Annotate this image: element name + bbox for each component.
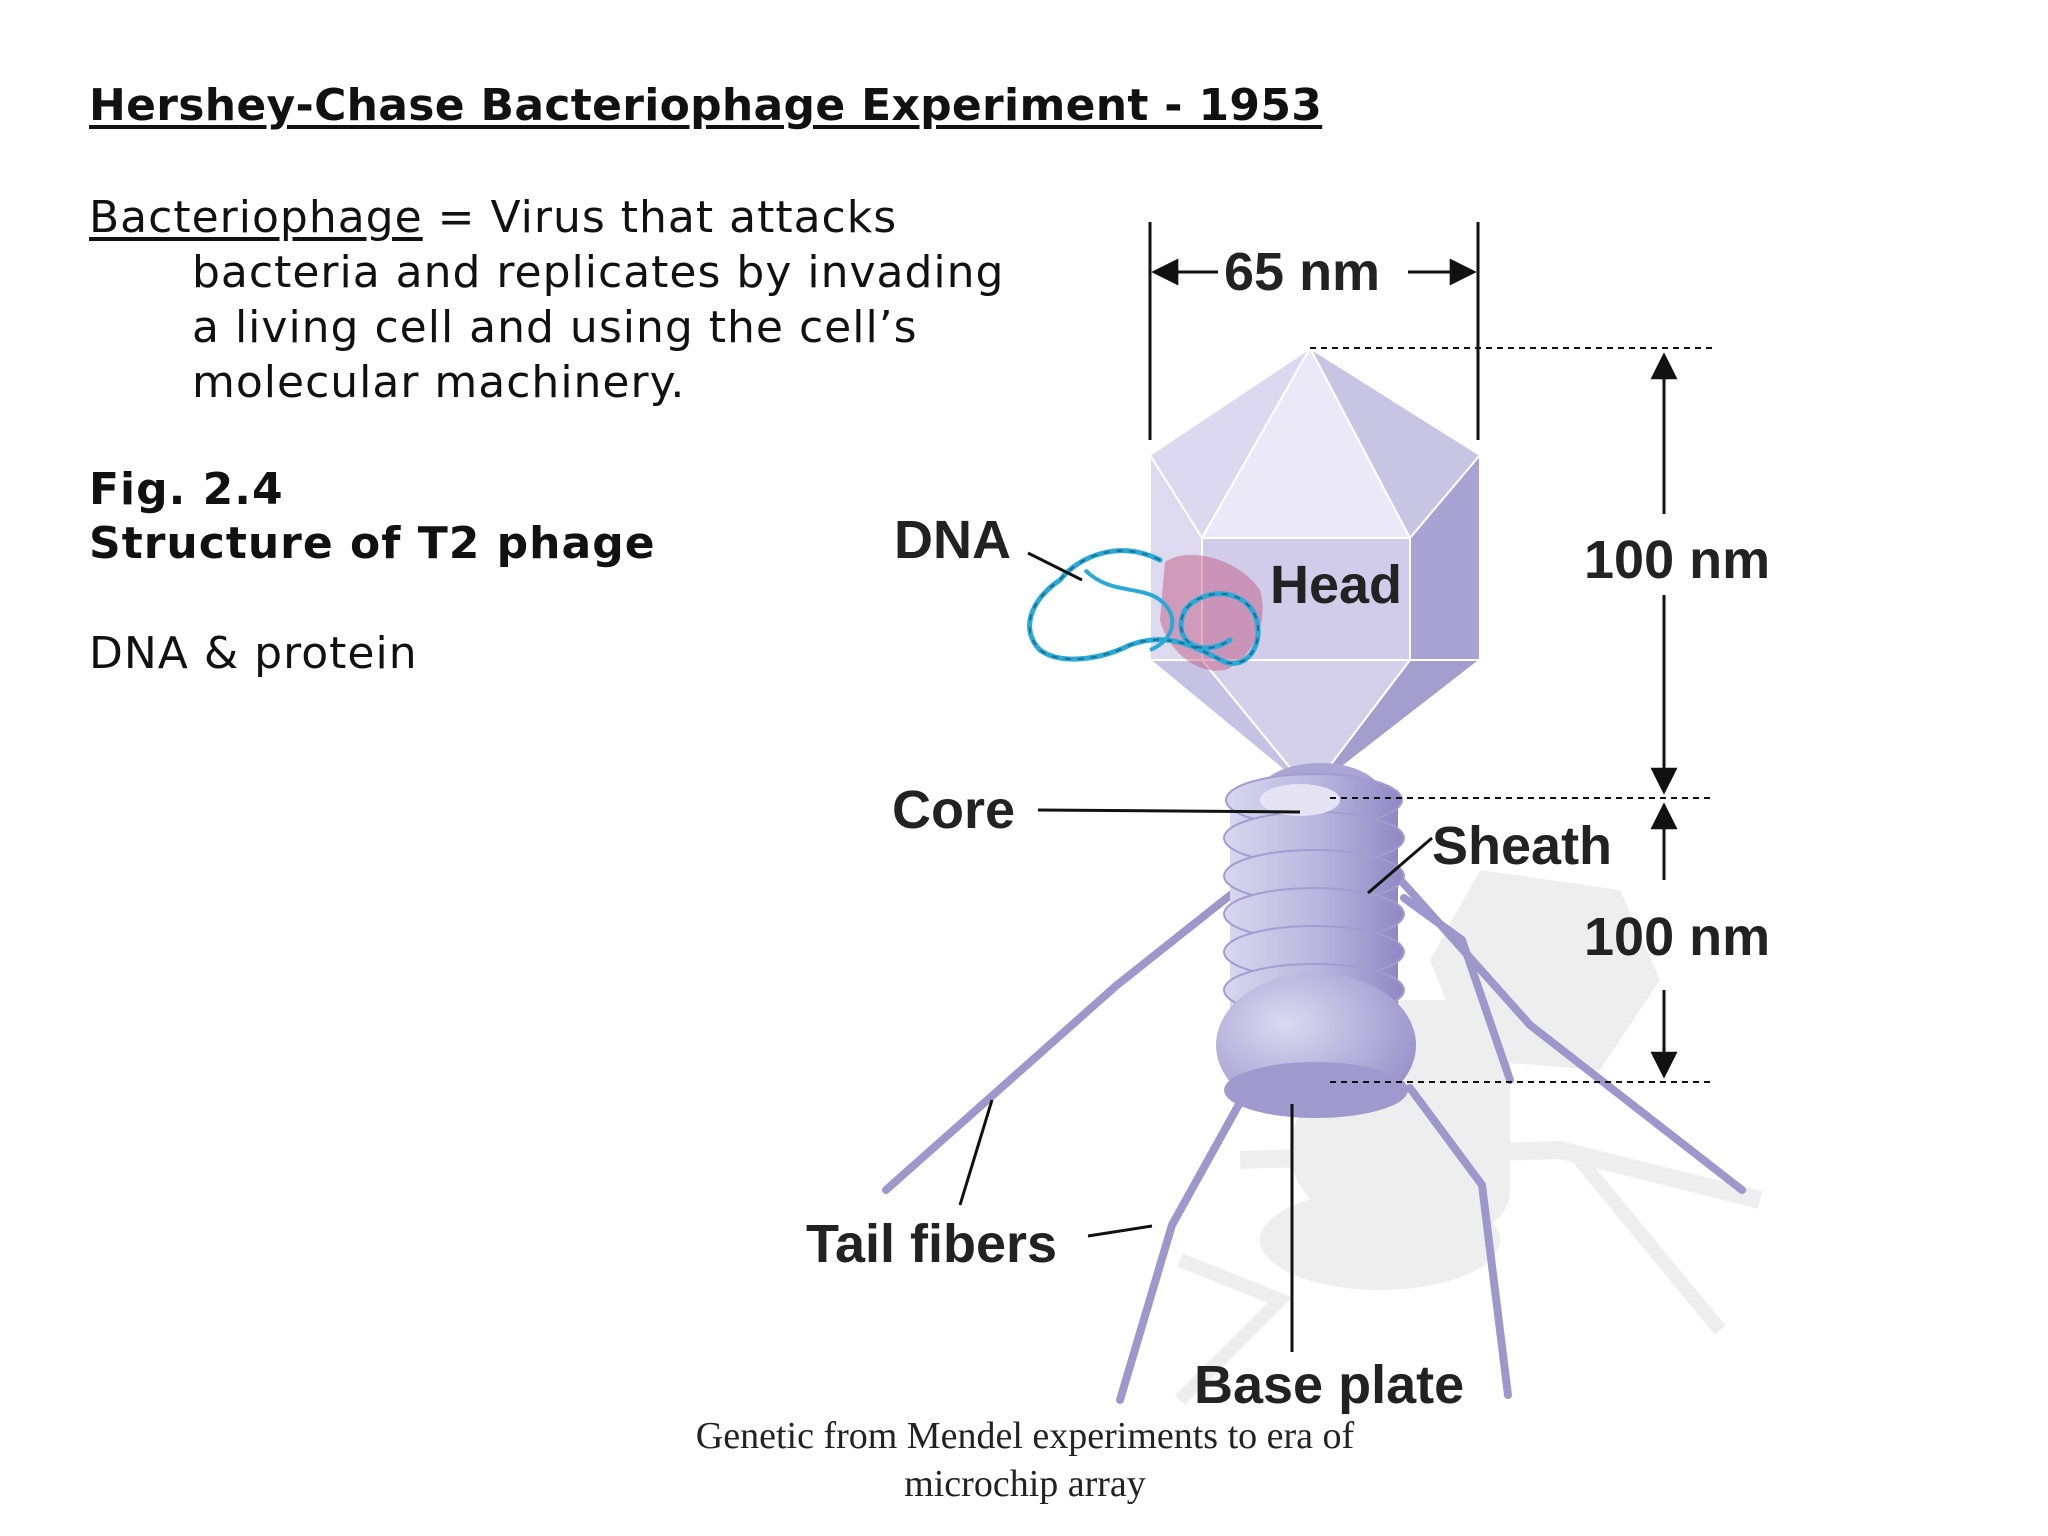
dna-label: DNA — [894, 510, 1011, 570]
definition-text: = Virus that attacks bacteria and replic… — [192, 192, 1005, 408]
definition-term: Bacteriophage — [89, 192, 423, 243]
base-plate-label: Base plate — [1194, 1355, 1464, 1415]
tail-fibers-label: Tail fibers — [806, 1214, 1057, 1274]
phage-head — [1149, 347, 1481, 793]
source-credit: Genetic from Mendel experiments to era o… — [695, 1415, 1355, 1505]
sheath-label: Sheath — [1432, 816, 1612, 876]
slide-title: Hershey-Chase Bacteriophage Experiment -… — [89, 80, 1323, 131]
bacteriophage-definition: Bacteriophage = Virus that attacks bacte… — [89, 190, 1022, 410]
head-height-label: 100 nm — [1584, 530, 1770, 590]
tail-height-label: 100 nm — [1584, 907, 1770, 967]
figure-title: Structure of T2 phage — [89, 518, 656, 569]
dna-strand — [1027, 548, 1263, 671]
core-label: Core — [892, 780, 1015, 840]
head-label: Head — [1270, 555, 1402, 615]
figure-number: Fig. 2.4 — [89, 464, 284, 515]
base-plate — [1216, 973, 1416, 1118]
dna-protein-note: DNA & protein — [89, 628, 418, 679]
dimension-lines — [1148, 222, 1714, 1083]
width-dimension-label: 65 nm — [1224, 242, 1380, 302]
leader-lines — [958, 551, 1433, 1352]
tail-fibers — [882, 866, 1746, 1404]
